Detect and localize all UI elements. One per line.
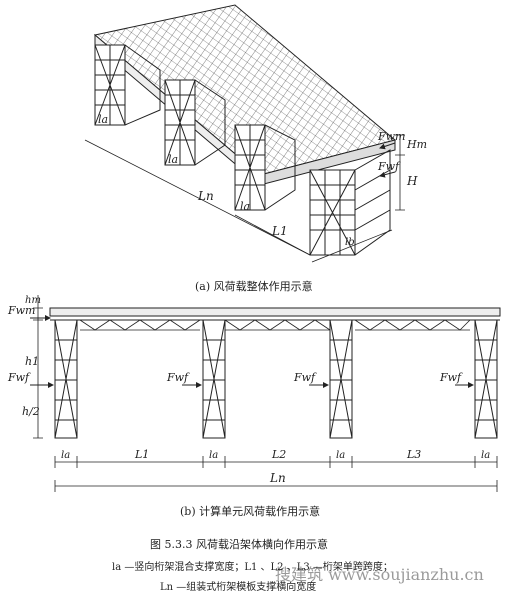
section-label-h-half: h/2	[22, 405, 40, 418]
legend-line-2: Ln —组装式桁架模板支撑横向宽度	[160, 580, 316, 593]
label-lb: lb	[345, 237, 355, 248]
watermark: 搜建筑 www.soujianzhu.cn	[275, 565, 484, 584]
label-h-top: H	[406, 174, 418, 188]
figure-title: 图 5.3.3 风荷载沿架体横向作用示意	[150, 537, 328, 551]
section-label-fwf-2: Fwf	[293, 371, 317, 384]
label-fwf-top: Fwf	[377, 160, 401, 173]
section-tower-2	[202, 319, 226, 439]
section-label-la3: la	[336, 450, 345, 461]
section-label-l3: L3	[406, 448, 421, 461]
legend-line-1: la —竖向桁架混合支撑宽度；L1 、L2 、L3 —桁架单跨跨度；	[112, 560, 393, 573]
label-la-mid: la	[168, 153, 178, 166]
section-view	[33, 295, 501, 492]
section-label-h1: h1	[25, 355, 39, 368]
section-label-fwf-3: Fwf	[439, 371, 463, 384]
force-arrow-fwf	[379, 171, 396, 178]
caption-b: (b) 计算单元风荷载作用示意	[180, 504, 320, 518]
isometric-view: la la Ln la L1 Fwm Fwf Hm H lb	[84, 4, 427, 263]
section-label-l2: L2	[271, 448, 286, 461]
tower-2	[164, 79, 226, 166]
section-label-la2: la	[209, 450, 218, 461]
label-ln-top: Ln	[197, 189, 214, 203]
section-label-l1: L1	[134, 448, 149, 461]
label-la-left: la	[98, 113, 108, 126]
label-hm-top: Hm	[406, 138, 427, 151]
caption-a: (a) 风荷载整体作用示意	[195, 279, 313, 293]
section-label-la4: la	[481, 450, 490, 461]
label-l1-top: L1	[271, 224, 288, 238]
section-label-la1: la	[61, 450, 70, 461]
force-arrow-fwm	[379, 142, 396, 150]
section-label-fwf-left: Fwf	[7, 371, 31, 384]
section-tower-3	[329, 319, 353, 439]
section-tower-4	[474, 319, 498, 439]
section-label-ln: Ln	[269, 471, 286, 485]
tower-3	[234, 124, 296, 211]
label-fwm-top: Fwm	[377, 130, 405, 143]
section-tower-1	[54, 319, 78, 439]
section-label-hm: hm	[25, 295, 41, 306]
section-label-fwm: Fwm	[7, 304, 35, 317]
tower-1	[94, 44, 161, 126]
label-la-front: la	[240, 200, 250, 213]
section-label-fwf-1: Fwf	[166, 371, 190, 384]
